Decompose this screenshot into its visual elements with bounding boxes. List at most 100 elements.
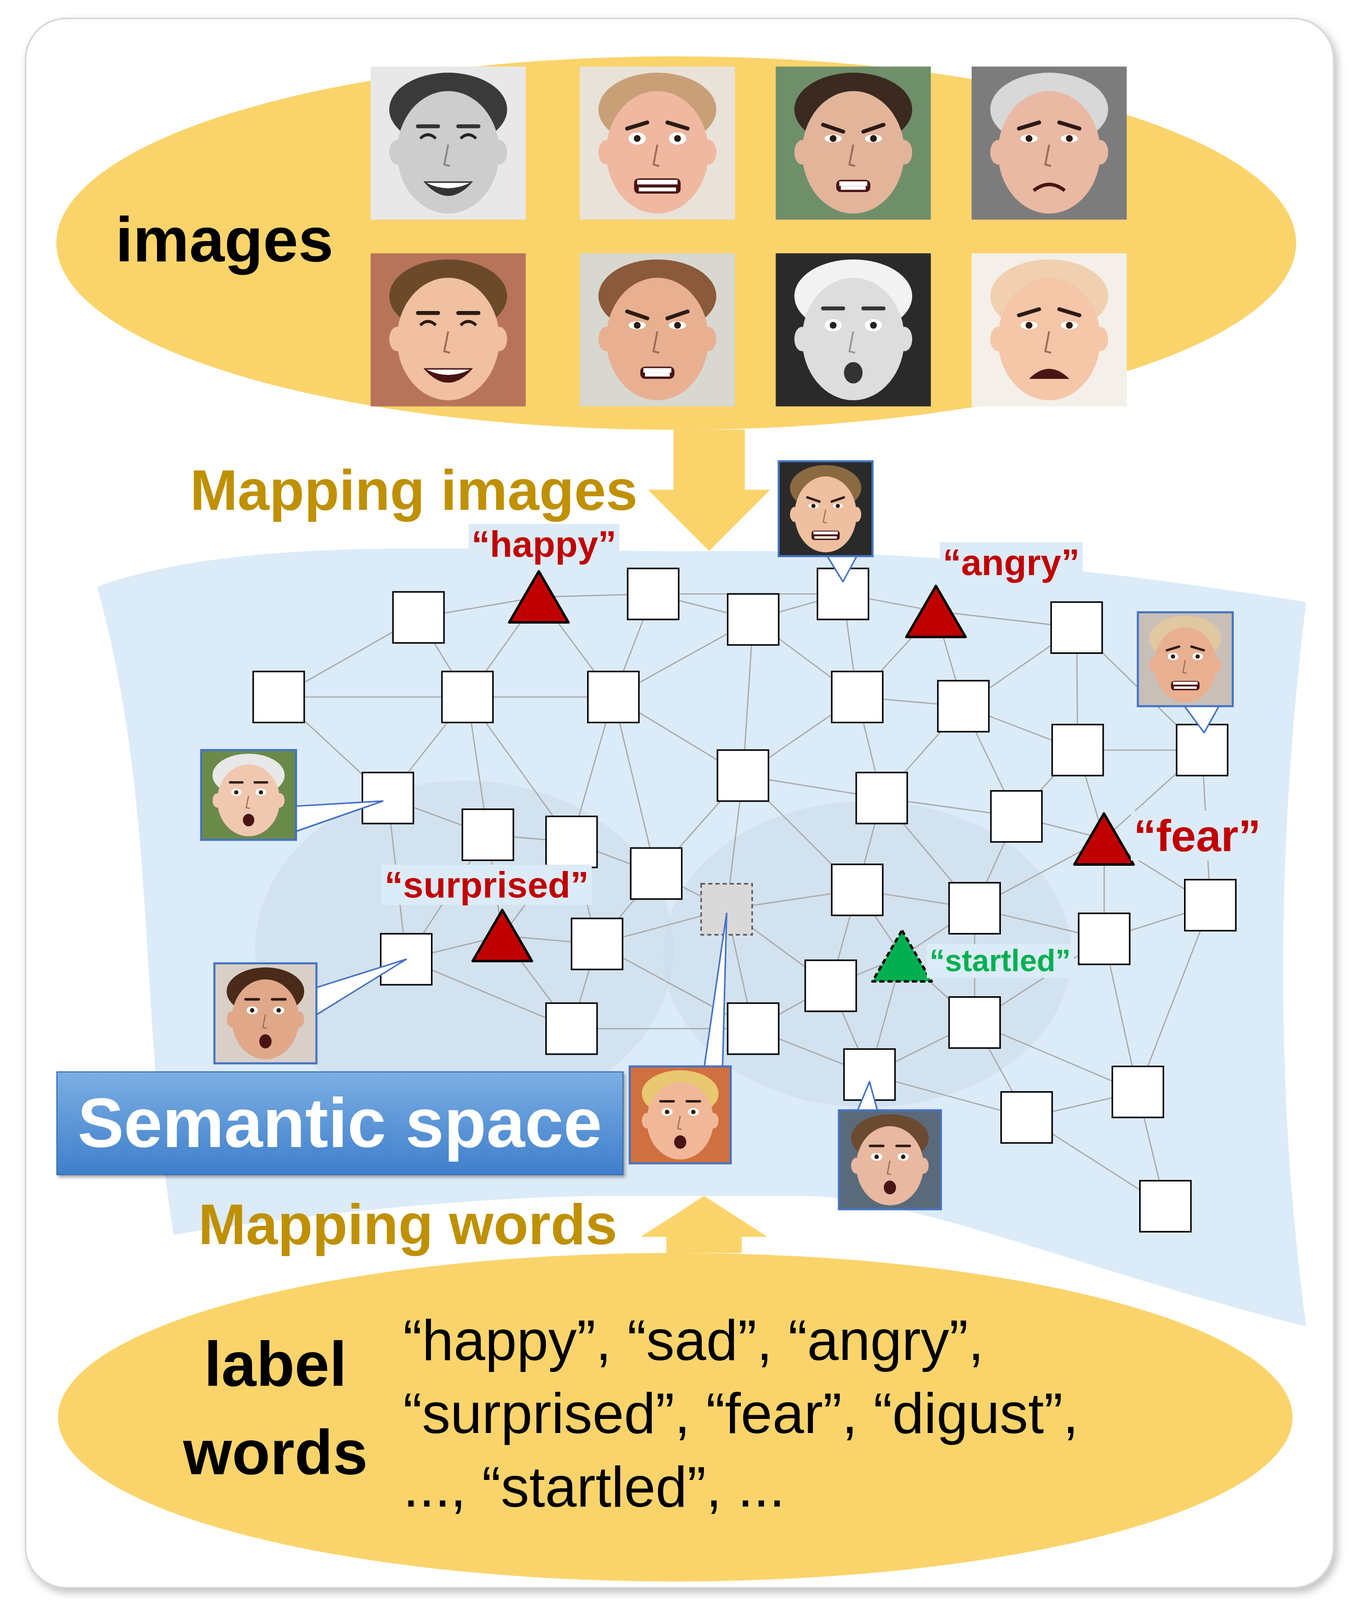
- sample-square: [727, 593, 779, 645]
- pupil: [633, 321, 641, 329]
- eye: [668, 320, 687, 329]
- photo-background: [838, 1109, 941, 1210]
- photo-frame: [200, 749, 296, 840]
- photo-background: [370, 253, 526, 406]
- eye: [870, 1152, 883, 1161]
- label-triangle: [472, 910, 532, 962]
- photo-frame: [629, 1066, 732, 1164]
- pupil: [1065, 321, 1073, 329]
- pupil: [673, 321, 681, 329]
- sample-square: [856, 772, 908, 824]
- pupil: [276, 1008, 282, 1013]
- callout-pointer: [826, 555, 858, 582]
- mouth: [674, 1134, 687, 1149]
- eye: [897, 1152, 910, 1161]
- eyebrow: [807, 497, 820, 502]
- face: [856, 1126, 924, 1206]
- eye: [832, 503, 843, 509]
- label-triangle: [509, 571, 569, 623]
- shape-outline: [469, 906, 535, 965]
- label-node: “fear”: [1071, 810, 1137, 868]
- eye: [628, 132, 646, 145]
- nose: [887, 1160, 891, 1175]
- callout-pointer: [294, 800, 383, 832]
- teeth: [643, 367, 672, 373]
- sample-square: [627, 568, 679, 620]
- eye: [824, 134, 842, 142]
- face-photo: [370, 66, 526, 220]
- sample-square: [717, 749, 769, 801]
- photo-background: [1137, 612, 1233, 707]
- eye: [864, 318, 882, 331]
- sample-square: [805, 960, 857, 1012]
- sample-square: [949, 996, 1001, 1048]
- face-photo: [775, 66, 931, 220]
- sample-square: [831, 864, 883, 916]
- eye: [420, 320, 436, 325]
- mouth: [640, 366, 675, 379]
- panel: [25, 18, 1334, 1588]
- word-list: “happy”, “sad”, “angry”, “surprised”, “f…: [402, 1303, 1114, 1524]
- eye: [668, 132, 687, 145]
- sample-square: [1051, 724, 1104, 776]
- nose: [1182, 660, 1187, 674]
- face-photo: [778, 461, 873, 557]
- eyebrow: [1018, 308, 1039, 316]
- photo-background: [775, 66, 931, 220]
- teeth: [1173, 686, 1197, 689]
- block-arrow: [648, 429, 771, 552]
- shape-outline: [506, 568, 572, 626]
- sample-square: [1112, 1066, 1164, 1118]
- nose: [1045, 144, 1051, 166]
- photo-frame: [838, 1109, 941, 1210]
- face: [605, 277, 709, 401]
- pupil: [234, 790, 239, 795]
- photo-background: [370, 66, 526, 220]
- eye: [808, 503, 819, 509]
- sample-square: [362, 772, 414, 824]
- text-holder: label words: [183, 1320, 368, 1496]
- eyebrow: [626, 311, 648, 318]
- nose: [444, 331, 450, 353]
- face-photo: [200, 749, 296, 840]
- pupil: [1065, 134, 1073, 142]
- eyebrow: [896, 1144, 910, 1147]
- teeth: [840, 185, 866, 190]
- label-word: “angry”: [939, 542, 1083, 583]
- face-photo: [1137, 612, 1233, 707]
- face-photo: [214, 963, 317, 1064]
- face: [231, 979, 300, 1060]
- nose: [262, 1014, 267, 1029]
- face: [217, 764, 280, 837]
- sample-square: [253, 671, 305, 723]
- face: [1153, 627, 1217, 703]
- pupil: [900, 1154, 906, 1159]
- sample-square: [1050, 602, 1103, 654]
- text-holder: images: [115, 201, 334, 278]
- eyebrow: [686, 1100, 700, 1103]
- pupil: [1025, 321, 1033, 329]
- label-ellipse: label words“happy”, “sad”, “angry”, “sur…: [57, 1252, 1293, 1582]
- face: [997, 277, 1101, 401]
- teeth: [638, 187, 676, 191]
- pupil: [869, 134, 877, 142]
- face-photo: [579, 66, 735, 220]
- block-arrow: [640, 1196, 768, 1254]
- pupil: [1170, 654, 1176, 659]
- callout-pointer: [1183, 704, 1219, 733]
- shape-outline: [1071, 810, 1137, 868]
- photo-frame: [214, 963, 317, 1064]
- face-photo: [838, 1109, 941, 1210]
- shape-outline: [903, 582, 969, 641]
- nose: [444, 144, 450, 166]
- face-photo: [775, 253, 931, 406]
- photo-frame: [778, 461, 873, 557]
- pupil: [874, 1154, 879, 1159]
- label-node: “happy”: [506, 568, 572, 626]
- label-triangle: [1074, 813, 1134, 865]
- new-label-word: “startled”: [926, 943, 1074, 978]
- pupil: [664, 1109, 670, 1115]
- sample-square: [990, 790, 1043, 842]
- mouth: [423, 367, 473, 383]
- pupil: [690, 1109, 696, 1115]
